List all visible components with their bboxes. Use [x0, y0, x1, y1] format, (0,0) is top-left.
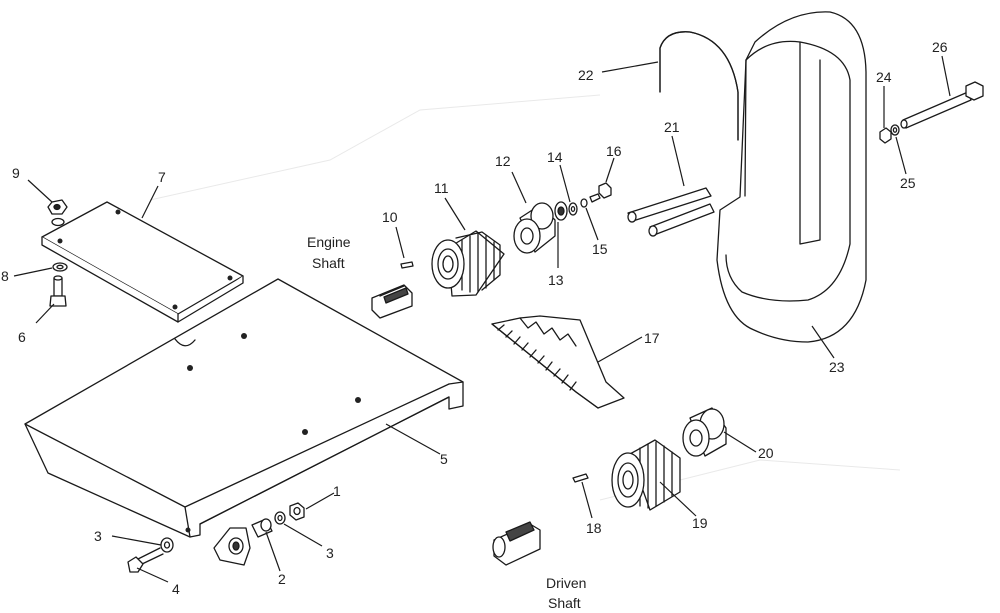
part-6-bolt [49, 275, 67, 307]
part-3-washer-right [274, 511, 286, 525]
callout-4: 4 [172, 581, 180, 597]
callout-22: 22 [578, 67, 594, 83]
part-engine-shaft [371, 284, 413, 319]
part-26-long-bolt [900, 81, 984, 129]
part-bearing-bracket [213, 527, 251, 566]
part-7-cover-plate [41, 201, 244, 323]
callout-3-left: 3 [94, 528, 102, 544]
part-5-base-plate [24, 278, 464, 538]
driven-shaft-label-line1: Driven [546, 575, 586, 591]
shaft-labels: Engine Shaft Driven Shaft [307, 234, 586, 611]
callout-8: 8 [1, 268, 9, 284]
callout-5: 5 [440, 451, 448, 467]
callout-3-right: 3 [326, 545, 334, 561]
part-18-key [572, 473, 589, 483]
callout-23: 23 [829, 359, 845, 375]
part-14-spacer [568, 202, 578, 216]
engine-shaft-label-line2: Shaft [312, 255, 345, 271]
callout-26: 26 [932, 39, 948, 55]
callout-11: 11 [434, 180, 449, 196]
part-driven-shaft [492, 521, 541, 566]
callout-7: 7 [158, 169, 166, 185]
callout-10: 10 [382, 209, 398, 225]
callout-1: 1 [333, 483, 341, 499]
callout-21: 21 [664, 119, 680, 135]
part-22-guard-strip [659, 31, 739, 141]
callouts: 1 2 3 3 4 5 6 7 8 9 10 11 12 13 14 15 16… [1, 39, 948, 597]
leader-lines [13, 55, 951, 583]
part-12-hub [513, 202, 556, 254]
callout-12: 12 [495, 153, 511, 169]
callout-6: 6 [18, 329, 26, 345]
part-23-belt-guard [716, 11, 867, 343]
part-24-nut [879, 127, 892, 144]
callout-24: 24 [876, 69, 892, 85]
part-13-washer [554, 201, 568, 221]
callout-13: 13 [548, 272, 564, 288]
part-19-driven-pulley [611, 439, 681, 511]
part-9-nut [47, 199, 68, 227]
part-4-bolt [127, 547, 164, 573]
callout-15: 15 [592, 241, 608, 257]
callout-20: 20 [758, 445, 774, 461]
part-16-bolt [589, 182, 612, 203]
callout-19: 19 [692, 515, 708, 531]
callout-16: 16 [606, 143, 622, 159]
part-10-key [400, 261, 414, 269]
callout-25: 25 [900, 175, 916, 191]
part-8-washer [52, 262, 68, 272]
engine-shaft-label-line1: Engine [307, 234, 351, 250]
callout-17: 17 [644, 330, 660, 346]
part-15-lock-washer [580, 198, 588, 208]
part-2-bushing [251, 518, 273, 538]
part-11-pulley [431, 230, 505, 297]
part-25-washer [890, 124, 900, 136]
part-17-timing-belt [491, 315, 625, 409]
callout-2: 2 [278, 571, 286, 587]
callout-18: 18 [586, 520, 602, 536]
driven-shaft-label-line2: Shaft [548, 595, 581, 611]
part-1-nut [289, 502, 305, 521]
part-3-washer-left [160, 537, 174, 553]
part-20-driven-hub [682, 407, 727, 457]
callout-9: 9 [12, 165, 20, 181]
part-21-rods [627, 187, 715, 237]
callout-14: 14 [547, 149, 563, 165]
